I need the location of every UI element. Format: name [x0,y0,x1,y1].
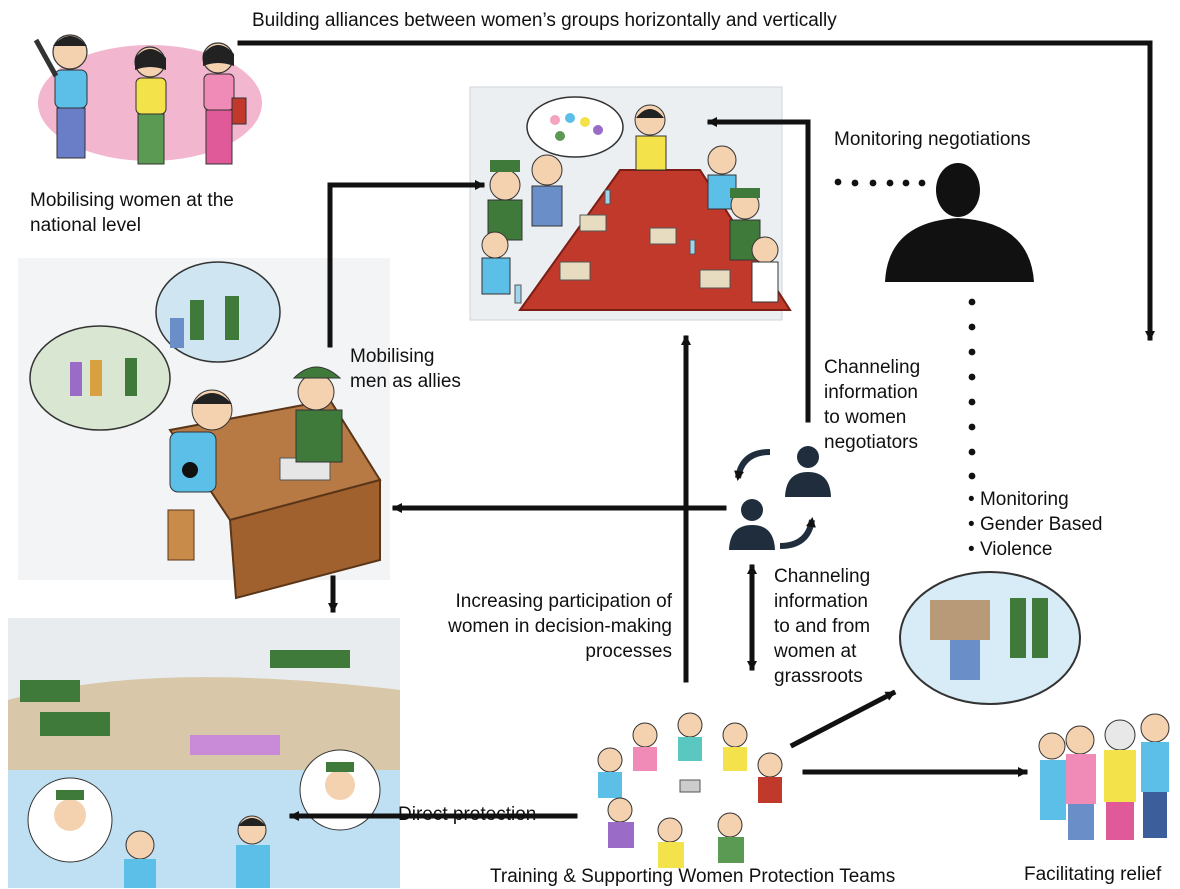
illustration-direct-protection [8,618,400,888]
arrow-men-to-table [327,180,485,348]
label-training: Training & Supporting Women Protection T… [490,866,896,887]
person-silhouette-icon [885,163,1034,282]
arrow-to-gbv [789,689,897,749]
illustration-mobilising-men [18,258,390,600]
illustration-facilitating-relief [1038,713,1170,840]
gbv-bullet-2: • Gender Based [968,514,1103,535]
arrow-to-negotiators [707,117,811,423]
label-monitoring-gbv: • Monitoring • Gender Based • Violence [968,487,1102,562]
label-mobilising-men: Mobilising men as allies [350,346,461,392]
dotted-lines [834,178,976,480]
gbv-bullet-3: • Violence [968,539,1053,560]
gbv-bullet-1: • Monitoring [968,489,1069,510]
label-channeling-grassroots: Channeling information to and from women… [774,566,871,687]
label-increasing-participation: Increasing participation of women in dec… [448,591,672,662]
illustration-mobilising-women [33,34,262,165]
arrow-alliances [237,40,1155,341]
label-direct-protection: Direct protection [398,804,537,825]
label-monitoring-negotiations: Monitoring negotiations [834,129,1031,150]
label-facilitating-relief: Facilitating relief [1024,864,1162,885]
illustration-gbv [899,571,1081,705]
people-exchange-icon [729,446,831,550]
label-channeling-negotiators: Channeling information to women negotiat… [824,357,921,453]
illustration-training [590,712,790,868]
illustration-negotiation-table [469,86,792,321]
label-alliances: Building alliances between women’s group… [252,10,837,31]
arrows [237,40,1155,821]
label-mobilising-women: Mobilising women at the national level [30,190,234,236]
